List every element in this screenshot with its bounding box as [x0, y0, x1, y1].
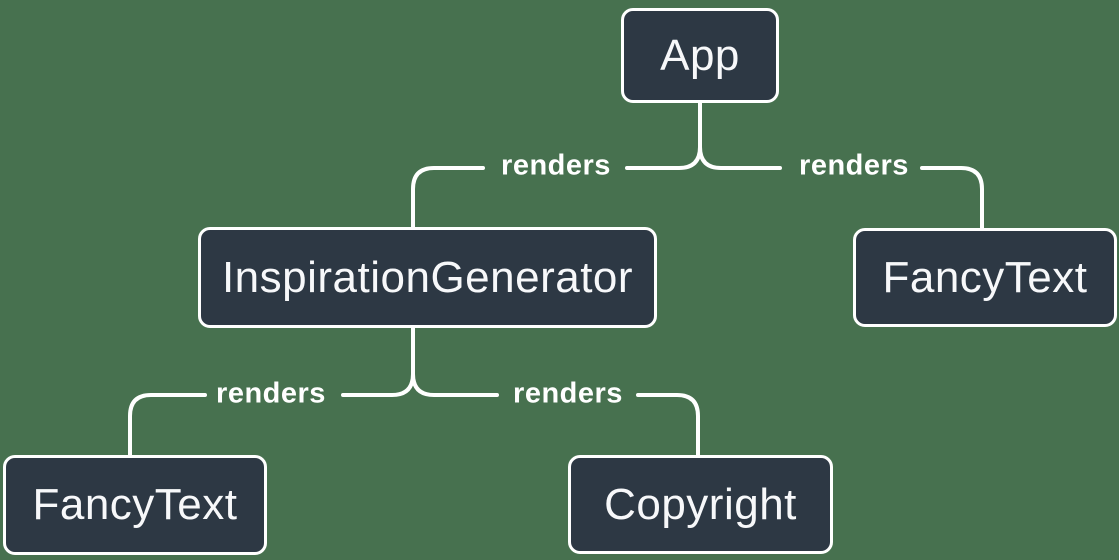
node-inspiration-generator: InspirationGenerator — [198, 227, 657, 328]
node-fancytext-right: FancyText — [853, 228, 1117, 327]
node-inspiration-generator-label: InspirationGenerator — [221, 252, 634, 302]
node-copyright-label: Copyright — [604, 479, 797, 529]
connector-app-to-inspirationgenerator — [625, 145, 702, 170]
edge-label-app-inspirationgenerator: renders — [501, 149, 611, 182]
edge-label-app-fancytext-right: renders — [799, 149, 909, 182]
node-fancytext-left: FancyText — [3, 455, 267, 555]
node-fancytext-left-label: FancyText — [32, 480, 238, 529]
connector-app-to-fancytext-right — [698, 145, 782, 170]
edge-label-inspirationgenerator-copyright: renders — [513, 377, 623, 410]
node-app-label: App — [660, 30, 740, 80]
node-copyright: Copyright — [568, 455, 833, 554]
connector-inspirationgenerator-to-copyright-2 — [636, 393, 700, 459]
edge-label-inspirationgenerator-fancytext-left: renders — [216, 377, 326, 410]
connector-inspirationgenerator-to-fancytext-left-2 — [128, 393, 207, 459]
connector-inspirationgenerator-to-copyright — [411, 372, 499, 397]
connector-inspirationgenerator-to-fancytext-left — [341, 372, 415, 397]
connector-app-to-inspirationgenerator-2 — [411, 166, 485, 231]
node-app: App — [621, 8, 779, 103]
node-fancytext-right-label: FancyText — [882, 252, 1088, 302]
connector-app-to-fancytext-right-2 — [920, 166, 984, 232]
